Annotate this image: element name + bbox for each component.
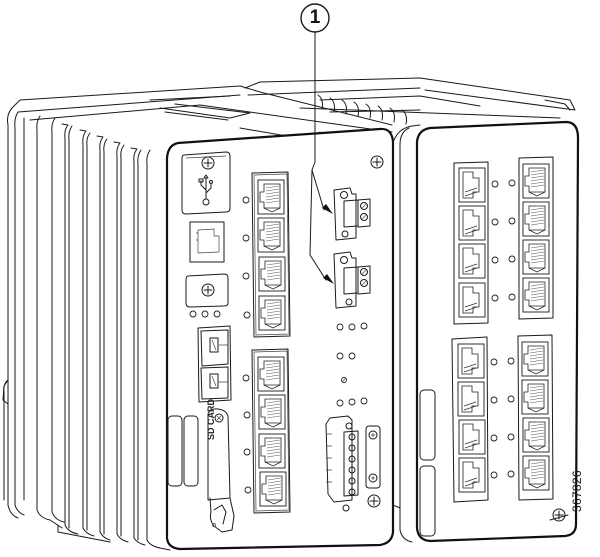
callout-number: 1: [309, 7, 321, 28]
arrow-icon: [322, 204, 333, 214]
usb-port-cover[interactable]: [181, 151, 231, 215]
screw-icon: [367, 494, 381, 508]
callout-1: [300, 3, 334, 284]
expansion-leds: [490, 179, 516, 479]
status-leds-center: [336, 322, 368, 407]
sd-card-slot[interactable]: [207, 408, 235, 533]
alarm-connector[interactable]: [325, 415, 359, 512]
side-bracket: [365, 425, 381, 489]
power-connector-1[interactable]: [333, 187, 371, 241]
screw-icon: [552, 508, 566, 522]
status-leds-left: [189, 310, 221, 318]
heatsink-fins: [2, 107, 171, 551]
mgmt-cover[interactable]: [185, 273, 229, 308]
console-port[interactable]: [189, 221, 225, 263]
power-connector-2[interactable]: [333, 251, 371, 309]
expansion-ports-left-lower[interactable]: [451, 336, 489, 503]
expansion-module-top: [244, 77, 576, 125]
screw-icon: [370, 155, 384, 169]
ethernet-ports-upper[interactable]: [251, 171, 291, 338]
label-plates: [167, 415, 199, 487]
ethernet-ports-lower[interactable]: [251, 348, 291, 514]
expansion-ports-left-upper[interactable]: [453, 161, 489, 325]
expansion-ports-right-lower[interactable]: [517, 334, 554, 501]
screw-icon: [201, 156, 215, 170]
expansion-label-plates: [419, 389, 436, 537]
usb-icon: [198, 174, 213, 206]
arrow-icon: [323, 274, 334, 284]
sfp-slots[interactable]: [197, 325, 232, 403]
screw-icon: [214, 413, 224, 423]
expansion-ports-right-upper[interactable]: [518, 156, 554, 320]
sd-card-label: SD CARD: [206, 398, 216, 440]
screw-icon: [201, 283, 215, 297]
figure-id: 367826: [570, 470, 584, 512]
main-unit-top: [11, 85, 393, 141]
